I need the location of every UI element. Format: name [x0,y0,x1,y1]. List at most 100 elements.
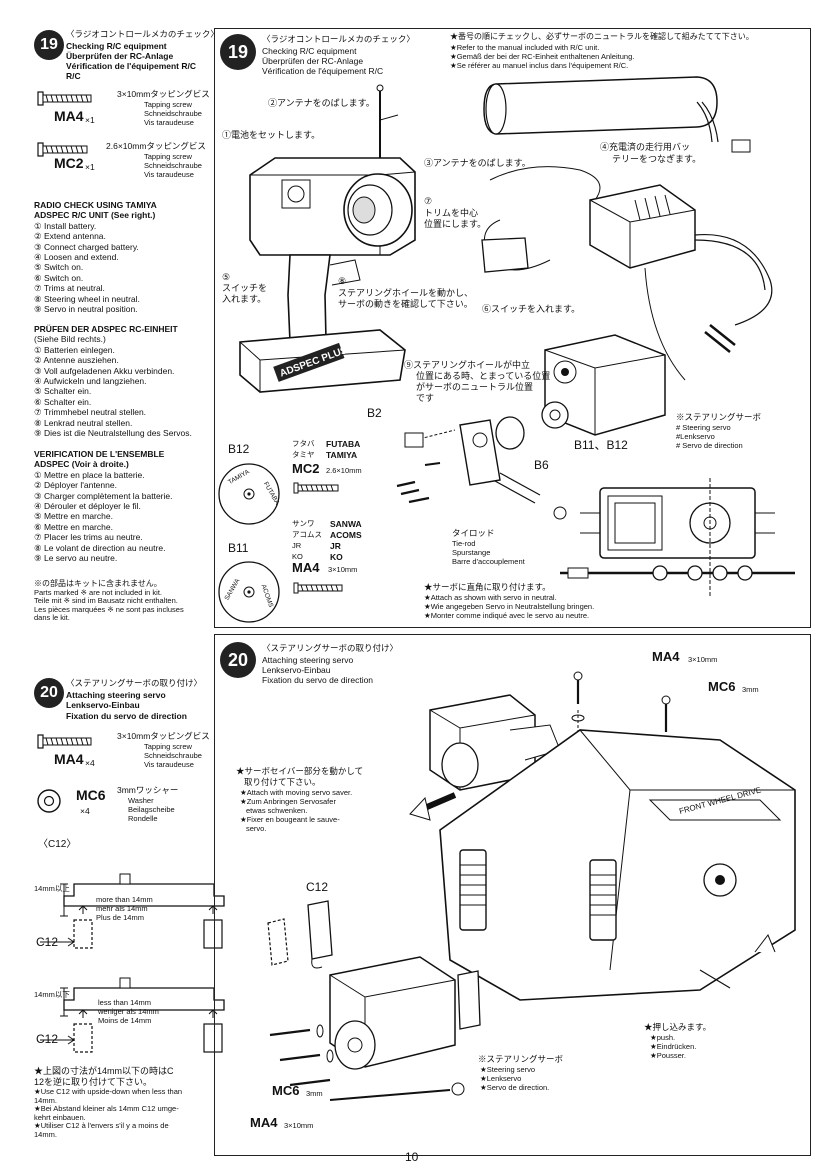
horn-b12-disk: TAMIYA FUTABA [218,463,281,525]
list-item: ⑧ Le volant de direction au neutre. [34,542,166,553]
tie-rod-de: Spurstange [452,548,491,557]
step-20-title-en: Attaching steering servo [66,690,166,700]
c12-label-lower: C12 [36,1032,59,1046]
step-20-panel-title-fr: Fixation du servo de direction [262,675,374,685]
part-mc6-code: MC6 [76,787,106,803]
attach-note-fr: ★Monter comme indiqué avec le servo au n… [424,611,590,620]
list-item: ⑤ Mettre en marche. [34,511,113,522]
step-19-panel-title-en: Checking R/C equipment [262,46,357,56]
check-step-4-a: ④充電済の走行用バッ [600,142,691,152]
step-19-title-de: Überprüfen der RC-Anlage [66,51,174,61]
check-step-9-d: です [416,393,435,403]
brand-sanwa: SANWA [330,519,362,529]
part-mc2-de: Schneidschraube [144,161,202,170]
part-ma4-en: Tapping screw [144,742,192,751]
step-20-mc6-lower-code: MC6 [272,1083,300,1098]
list-item: ⑤ Schalter ein. [34,386,92,397]
part-ma4-qty: ×4 [85,758,95,768]
screw-icon [396,480,430,504]
part-ma4-de: Schneidschraube [144,751,202,760]
list-item: ① Mettre en place la batterie. [34,469,145,480]
push-note-fr: ★Pousser. [650,1051,686,1060]
check-step-3: ③アンテナをのばします。 [424,158,531,168]
attach-note-jp: ★サーボに直角に取り付けます。 [424,582,551,592]
list-item: ⑦ Trims at neutral. [34,283,105,294]
list-item: ⑨ Servo in neutral position. [34,304,138,315]
c12-bottom-note: ★上図の寸法が14mm以下の時はC 12を逆に取り付けて下さい。 ★Use C1… [34,1066,224,1140]
check-step-1: ①電池をセットします。 [222,130,321,140]
step-19-badge-large: 19 [220,34,256,70]
list-item: ④ Aufwickeln und langziehen. [34,376,147,387]
c12-less-fr: Moins de 14mm [98,1016,152,1025]
brand-jr: JR [330,541,341,551]
check-step-7-a: トリムを中心 [424,208,479,218]
part-ma4-size-jp: 3×10mmタッピングビス [117,731,210,741]
brand-futaba-jp: フタバ [292,439,315,448]
part-ma4-de: Schneidschraube [144,109,202,118]
step-19-title-jp: 〈ラジオコントロールメカのチェック〉 [66,29,219,39]
step-20-ma4-code: MA4 [652,649,680,664]
brand-tamiya-jp: タミヤ [292,450,315,459]
part-ma4-horn-code: MA4 [292,560,320,575]
radio-check-en-title2: ADSPEC R/C UNIT (See right.) [34,210,156,221]
c12-note-jp2: 12を逆に取り付けて下さい。 [34,1077,153,1087]
screw-icon [37,142,88,157]
step-20-servo-en: ★Steering servo [480,1065,536,1074]
radio-check-de: PRÜFEN DER ADSPEC RC-EINHEIT (Siehe Bild… [34,324,214,438]
step-19-title-fr: Vérification de l'équipement R/C [66,61,197,71]
step-19-panel-title-de: Überprüfen der RC-Anlage [262,56,364,66]
parts-note-jp: ※の部品はキットに含まれません。 [34,579,162,588]
c12-note-jp1: ★上図の寸法が14mm以下の時はC [34,1066,174,1076]
screw-icon [293,482,339,494]
part-mc2-qty: ×1 [85,162,95,172]
screw-icon [293,582,343,594]
step-19-title-fr-rc: R/C [66,71,81,81]
washer-icon [37,789,61,813]
list-item: ⑧ Steering wheel in neutral. [34,293,140,304]
step-20-ma4-lower-code: MA4 [250,1115,278,1130]
part-mc6-de: Beilagscheibe [128,805,175,814]
step-20-panel-title-en: Attaching steering servo [262,655,354,665]
part-ma4-fr: Vis taraudeuse [144,760,194,769]
check-step-4-b: テリーをつなぎます。 [612,154,702,164]
horn-b11-disk: SANWA ACOMS [218,561,280,623]
saver-note-de1: ★Zum Anbringen Servosafer [240,797,336,806]
push-note-de: ★Eindrücken. [650,1042,697,1051]
check-step-9-c: がサーボのニュートラル位置 [416,382,534,392]
part-mc6-size-jp: 3mmワッシャー [117,785,179,795]
servo-label-fr: # Servo de direction [676,441,743,450]
c12-label-upper: C12 [36,935,59,949]
c12-note-fr1: ★Utiliser C12 à l'envers s'il y a moins … [34,1121,169,1131]
servo-illustration [544,334,666,436]
part-ma4-size-jp: 3×10mmタッピングビス [117,89,210,99]
tie-rod-jp: タイロッド [452,528,495,538]
servo-label-de: #Lenkservo [676,432,715,441]
step-20-badge-large: 20 [220,642,256,678]
list-item: ② Déployer l'antenne. [34,480,117,491]
part-mc2-size-jp: 2.6×10mmタッピングビス [106,141,206,151]
step-20-mc6-lower-size: 3mm [306,1089,323,1098]
list-item: ③ Connect charged battery. [34,241,139,252]
radio-check-en: RADIO CHECK USING TAMIYA ADSPEC R/C UNIT… [34,200,214,314]
list-item: ⑧ Lenkrad neutral stellen. [34,417,133,428]
push-note-jp: ★押し込みます。 [644,1022,712,1032]
c12-note-en2: 14mm. [34,1095,57,1105]
servo-label-en: # Steering servo [676,423,731,432]
check-step-8-num: ⑧ [338,276,347,286]
list-item: ⑦ Trimmhebel neutral stellen. [34,407,147,418]
part-mc2-horn-code: MC2 [292,461,320,476]
check-step-5-b: 入れます。 [222,294,267,304]
brand-acoms: ACOMS [330,530,362,540]
saver-note-jp2: 取り付けて下さい。 [244,777,321,787]
saver-note-fr1: ★Fixer en bougeant le sauve- [240,815,340,824]
list-item: ② Extend antenna. [34,231,106,242]
c12-more-jp: 14mm以上 [34,884,70,893]
part-b11-b12-label: B11、B12 [574,438,628,452]
part-ma4-en: Tapping screw [144,100,192,109]
part-mc6-fr: Rondelle [128,814,158,823]
step-20-ma4-size: 3×10mm [688,655,718,664]
step-20-badge: 20 [34,678,64,708]
part-b12-label: B12 [228,442,250,456]
check-step-2: ②アンテナをのばします。 [268,98,375,108]
radio-check-de-title: PRÜFEN DER ADSPEC RC-EINHEIT [34,324,178,334]
